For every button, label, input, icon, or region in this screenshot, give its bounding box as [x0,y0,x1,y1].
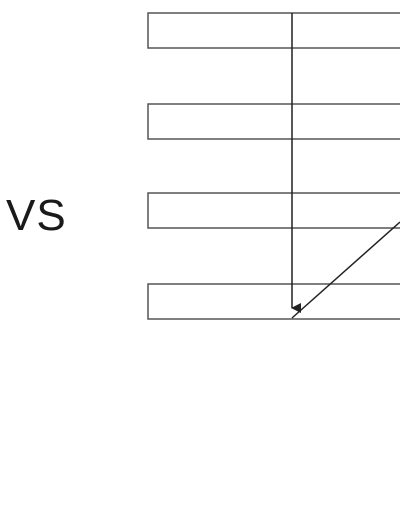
box-3 [147,192,400,229]
box-1 [147,12,400,49]
box-4 [147,283,400,320]
box-2 [147,103,400,140]
vs-label: VS [6,191,67,240]
diagonal-line [291,221,400,319]
